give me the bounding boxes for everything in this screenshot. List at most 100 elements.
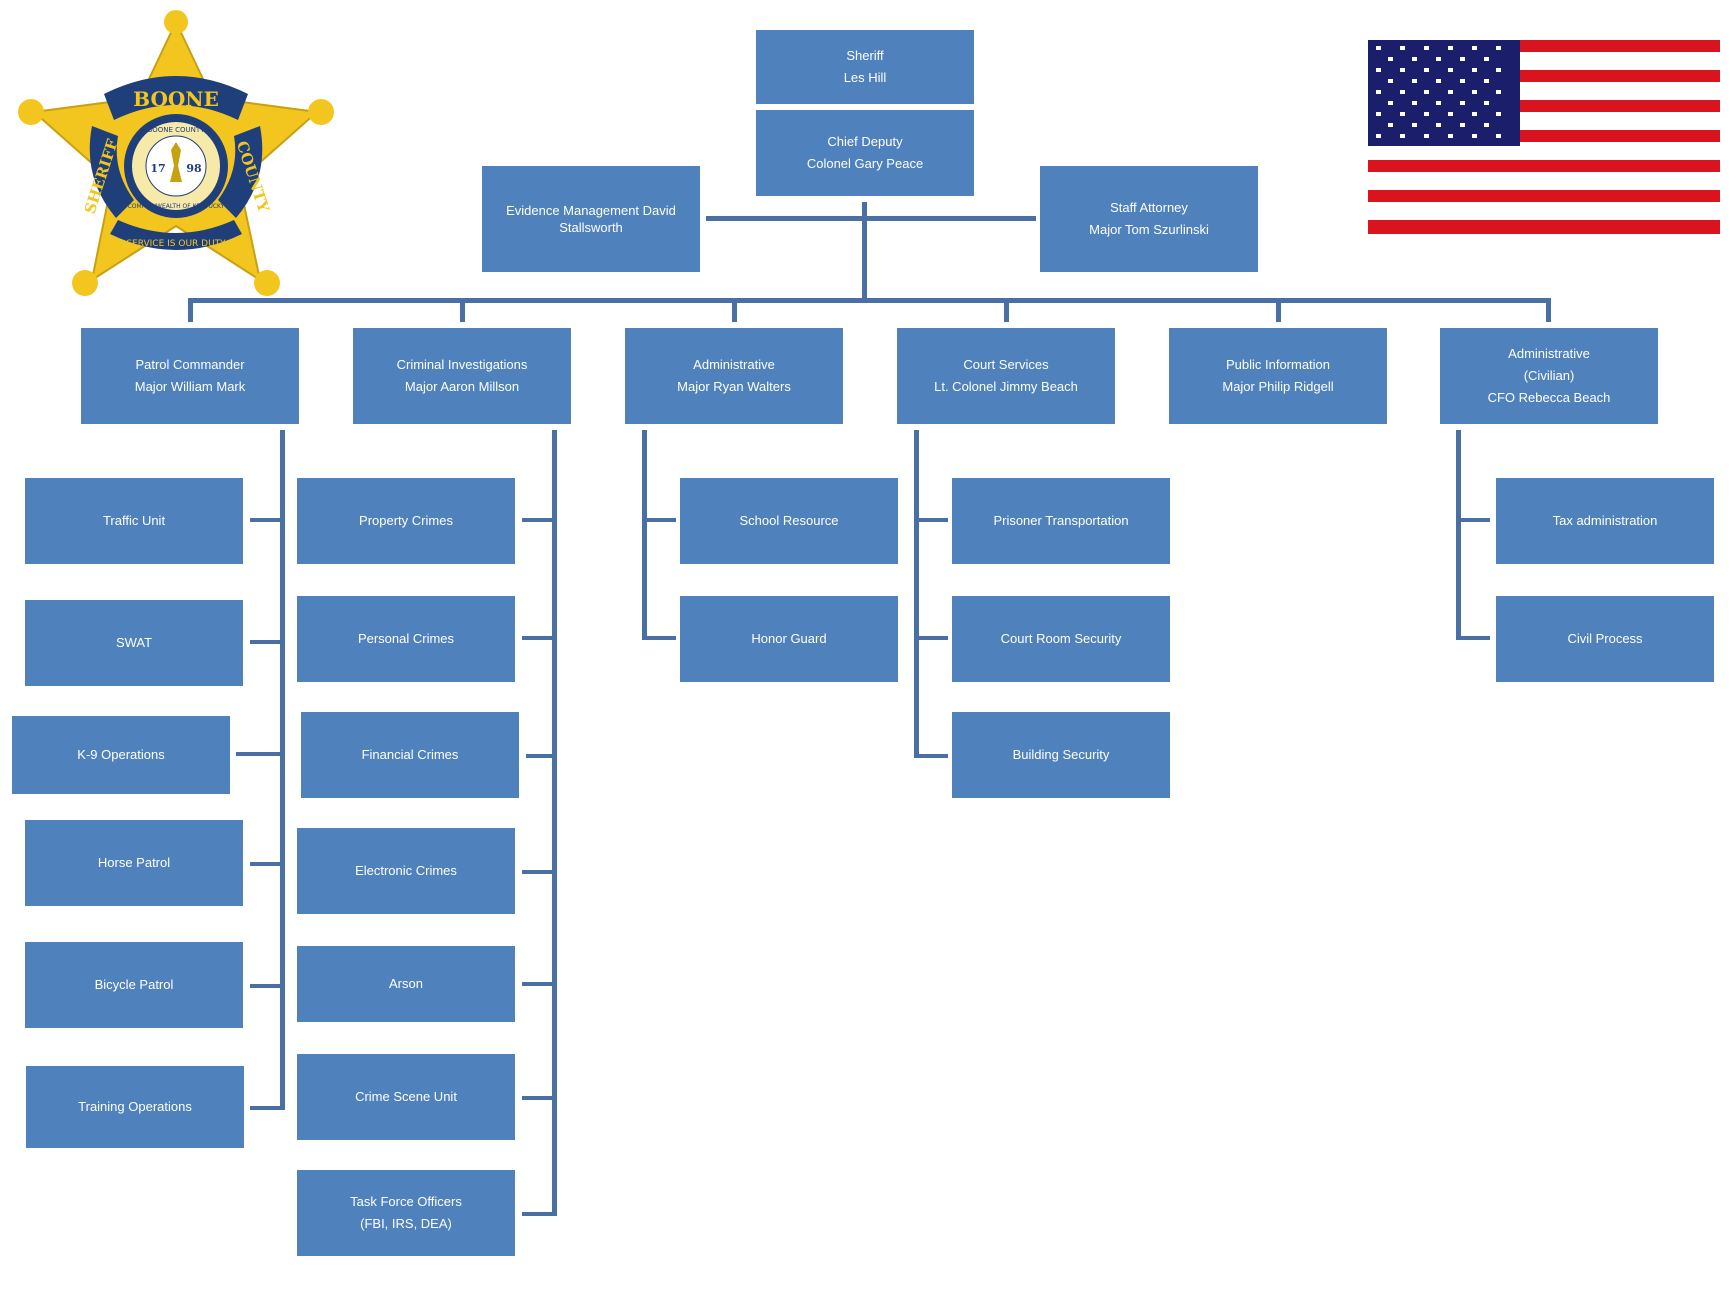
unit-box-arson: Arson [297, 946, 515, 1022]
connector-patrol-tick [250, 1106, 282, 1110]
connector-admin-tick [642, 636, 676, 640]
connector-court-tick [914, 636, 948, 640]
unit-label: Tax administration [1552, 513, 1658, 528]
unit-label: Personal Crimes [357, 631, 455, 646]
unit-box-traffic: Traffic Unit [25, 478, 243, 564]
unit-label: Financial Crimes [361, 747, 459, 762]
unit-label: K-9 Operations [77, 747, 165, 762]
division-name: Major Philip Ridgell [1222, 379, 1334, 394]
staff-attorney-title: Staff Attorney [1110, 200, 1188, 215]
connector-civilian-tick [1456, 518, 1490, 522]
unit-label: School Resource [739, 513, 839, 528]
connector-court-tick [914, 518, 948, 522]
unit-box-training-operations: Training Operations [26, 1066, 244, 1148]
unit-box-k9: K-9 Operations [12, 716, 230, 794]
division-sub: (Civilian) [1523, 368, 1575, 383]
division-box-patrol: Patrol Commander Major William Mark [81, 328, 299, 424]
chief-deputy-box: Chief Deputy Colonel Gary Peace [756, 110, 974, 196]
division-box-administrative-civilian: Administrative (Civilian) CFO Rebecca Be… [1440, 328, 1658, 424]
division-box-court-services: Court Services Lt. Colonel Jimmy Beach [897, 328, 1115, 424]
sheriff-title: Sheriff [846, 48, 884, 63]
division-box-public-information: Public Information Major Philip Ridgell [1169, 328, 1387, 424]
unit-label: Task Force Officers [350, 1194, 462, 1209]
unit-label: Bicycle Patrol [94, 977, 174, 992]
chief-deputy-name: Colonel Gary Peace [806, 156, 924, 171]
connector-drop-3 [732, 298, 737, 322]
sheriff-star-logo: BOONE SHERIFF COUNTY SERVICE IS OUR DUTY… [18, 10, 334, 296]
connector-drop-1 [188, 298, 193, 322]
unit-box-financial-crimes: Financial Crimes [301, 712, 519, 798]
connector-investigation-tick [522, 636, 554, 640]
division-name: Major William Mark [134, 379, 246, 394]
logo-motto: SERVICE IS OUR DUTY [126, 239, 226, 249]
unit-box-electronic-crimes: Electronic Crimes [297, 828, 515, 914]
connector-investigation-tick [522, 1096, 554, 1100]
unit-note: (FBI, IRS, DEA) [360, 1216, 452, 1231]
connector-investigation-tick [526, 754, 554, 758]
unit-label: Arson [389, 976, 423, 991]
connector-drop-6 [1546, 298, 1551, 322]
unit-label: Training Operations [78, 1099, 192, 1114]
connector-court-trunk [914, 430, 919, 758]
unit-box-personal-crimes: Personal Crimes [297, 596, 515, 682]
connector-division-bar [188, 298, 1550, 303]
evidence-management-box: Evidence Management David Stallsworth [482, 166, 700, 272]
division-name: Lt. Colonel Jimmy Beach [934, 379, 1078, 394]
unit-label: Property Crimes [359, 513, 453, 528]
connector-admin-trunk [642, 430, 647, 640]
unit-box-crime-scene: Crime Scene Unit [297, 1054, 515, 1140]
connector-patrol-tick [250, 862, 282, 866]
division-title: Administrative [693, 357, 775, 372]
unit-label: Honor Guard [751, 631, 827, 646]
chief-deputy-title: Chief Deputy [827, 134, 903, 149]
logo-year-right: 98 [186, 162, 202, 175]
unit-label: Traffic Unit [102, 513, 166, 528]
logo-ring-bottom: COMMONWEALTH OF KENTUCKY [128, 203, 225, 210]
unit-label: Horse Patrol [97, 855, 171, 870]
connector-drop-2 [460, 298, 465, 322]
unit-box-civil-process: Civil Process [1496, 596, 1714, 682]
division-title: Patrol Commander [135, 357, 245, 372]
connector-patrol-tick [250, 640, 282, 644]
unit-box-horse-patrol: Horse Patrol [25, 820, 243, 906]
connector-investigation-tick [522, 870, 554, 874]
sheriff-name: Les Hill [843, 70, 887, 85]
division-title: Court Services [963, 357, 1049, 372]
unit-box-honor-guard: Honor Guard [680, 596, 898, 682]
division-name: Major Ryan Walters [677, 379, 791, 394]
unit-box-bicycle-patrol: Bicycle Patrol [25, 942, 243, 1028]
connector-chief-trunk [862, 202, 867, 300]
connector-civilian-tick [1456, 636, 1490, 640]
unit-label: Crime Scene Unit [355, 1089, 457, 1104]
connector-drop-4 [1004, 298, 1009, 322]
connector-drop-5 [1276, 298, 1281, 322]
staff-attorney-name: Major Tom Szurlinski [1089, 222, 1209, 237]
unit-box-property-crimes: Property Crimes [297, 478, 515, 564]
connector-patrol-trunk [280, 430, 285, 1110]
unit-label: Court Room Security [1000, 631, 1122, 646]
connector-patrol-tick [250, 518, 282, 522]
logo-ring-top: BOONE COUNTY [148, 126, 206, 134]
us-flag-icon [1368, 40, 1720, 242]
unit-box-task-force: Task Force Officers (FBI, IRS, DEA) [297, 1170, 515, 1256]
division-name: Major Aaron Millson [404, 379, 520, 394]
division-title: Public Information [1225, 357, 1331, 372]
logo-top-text: BOONE [133, 87, 219, 111]
unit-box-building-security: Building Security [952, 712, 1170, 798]
unit-box-prisoner-transportation: Prisoner Transportation [952, 478, 1170, 564]
unit-label: Civil Process [1567, 631, 1643, 646]
connector-court-tick [914, 754, 948, 758]
staff-attorney-box: Staff Attorney Major Tom Szurlinski [1040, 166, 1258, 272]
connector-investigation-tick [522, 518, 554, 522]
unit-box-tax-administration: Tax administration [1496, 478, 1714, 564]
division-name: CFO Rebecca Beach [1487, 390, 1611, 405]
division-title: Administrative [1508, 346, 1590, 361]
unit-label: Prisoner Transportation [993, 513, 1129, 528]
logo-year-left: 17 [150, 162, 165, 175]
division-box-criminal-investigations: Criminal Investigations Major Aaron Mill… [353, 328, 571, 424]
connector-investigation-tick [522, 982, 554, 986]
connector-patrol-tick [236, 752, 282, 756]
connector-admin-tick [642, 518, 676, 522]
unit-label: Electronic Crimes [355, 863, 457, 878]
